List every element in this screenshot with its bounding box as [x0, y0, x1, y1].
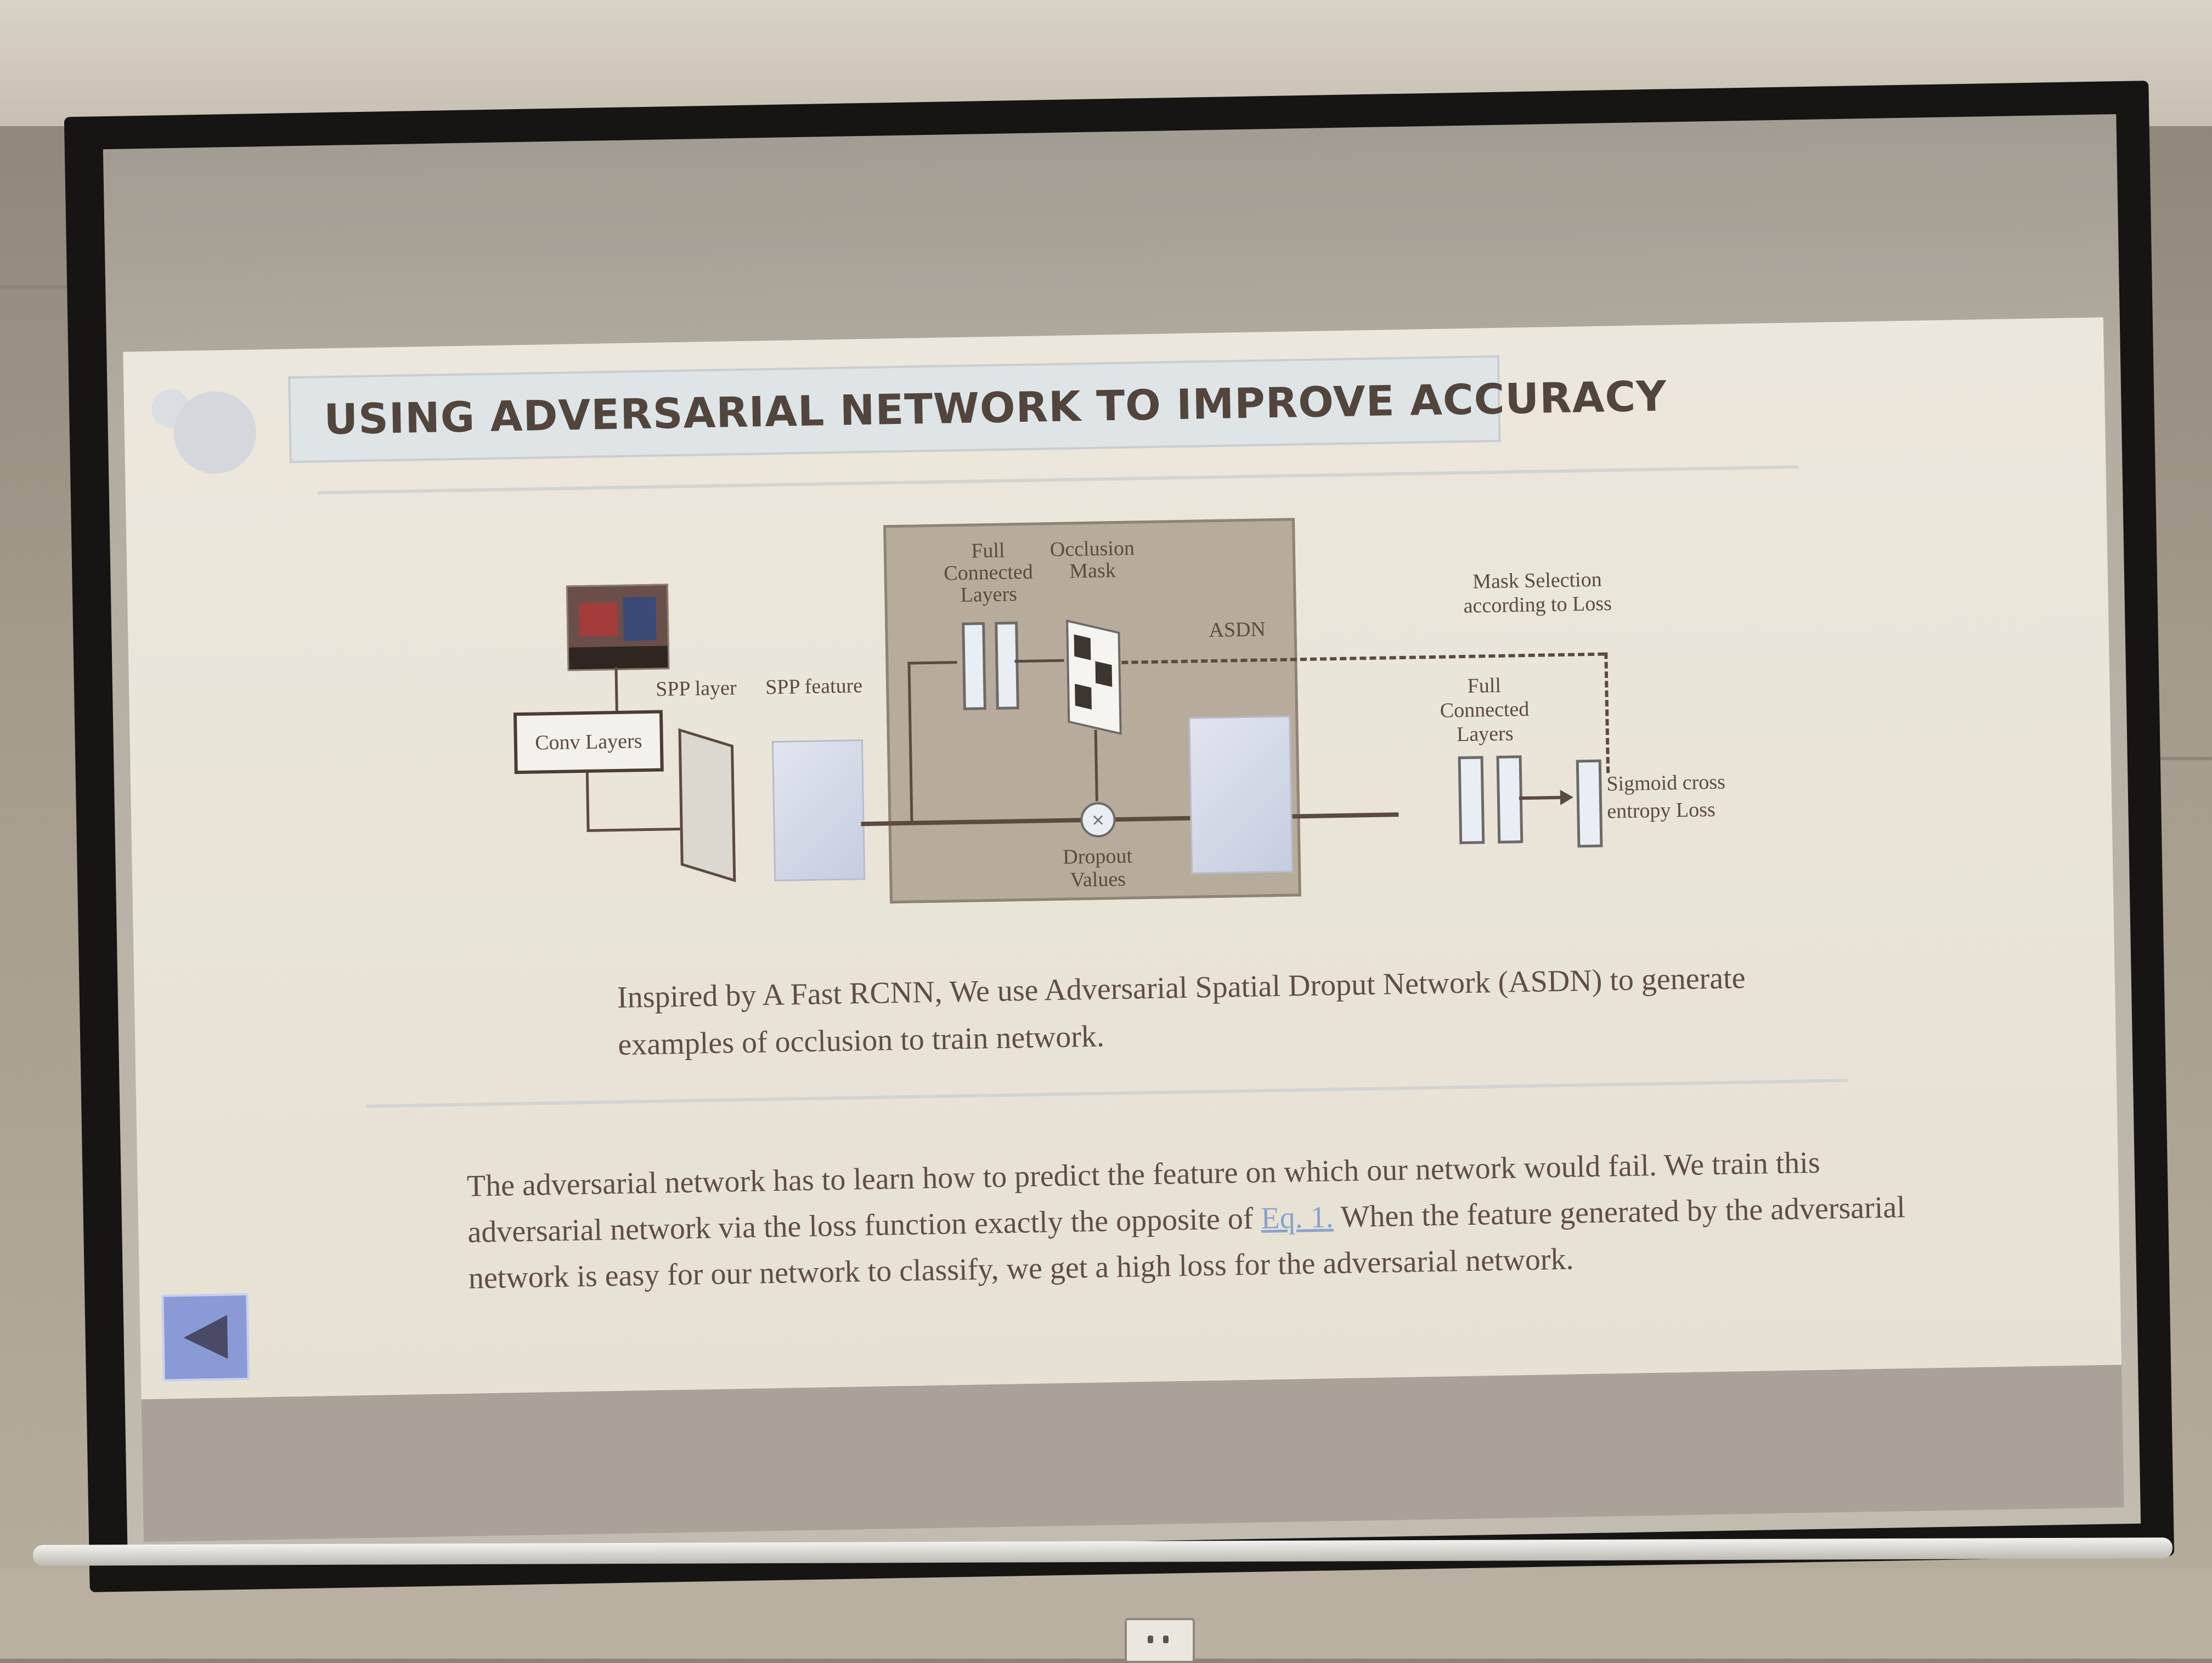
mid-rule: [366, 1078, 1848, 1108]
loss-bar: [1576, 759, 1603, 848]
outlet-slot: [1148, 1636, 1153, 1643]
feedback-dashed-line: [1604, 652, 1610, 773]
output-feature-cube: [1188, 715, 1294, 874]
asdn-label: ASDN: [1209, 618, 1266, 642]
fc-bar: [962, 622, 986, 710]
screen-surface: USING ADVERSARIAL NETWORK TO IMPROVE ACC…: [103, 114, 2141, 1559]
asdn-diagram: Conv Layers SPP layer SPP feature Full C…: [510, 510, 1752, 948]
mask-selection-label: Mask Selection according to Loss: [1463, 568, 1612, 618]
diagram-caption: Inspired by A Fast RCNN, We use Adversar…: [617, 961, 1746, 1062]
sigmoid-loss-label: Sigmoid cross entropy Loss: [1606, 770, 1726, 823]
slide: USING ADVERSARIAL NETWORK TO IMPROVE ACC…: [123, 317, 2122, 1400]
multiply-symbol: ×: [1091, 810, 1105, 830]
dropout-values-label: Dropout Values: [1062, 844, 1133, 892]
mask-block: [1075, 683, 1092, 710]
conv-layers-label: Conv Layers: [534, 729, 642, 755]
connector-line: [586, 827, 680, 832]
connector-line: [585, 771, 590, 832]
mask-block: [1095, 661, 1113, 687]
occlusion-mask-label: Occlusion Mask: [1049, 536, 1135, 583]
arrow-head: [1560, 789, 1574, 805]
back-triangle-icon: [183, 1315, 228, 1360]
back-button[interactable]: [161, 1293, 250, 1382]
connector-line: [614, 666, 618, 711]
input-image-thumbnail: [566, 584, 670, 671]
fc-bar: [995, 621, 1019, 710]
slide-body: The adversarial network has to learn how…: [466, 1138, 1950, 1302]
slide-title: USING ADVERSARIAL NETWORK TO IMPROVE ACC…: [323, 371, 1667, 444]
full-connected-label-2: Full Connected Layers: [1440, 674, 1530, 746]
top-rule: [317, 465, 1799, 495]
wall-seam: [0, 285, 77, 289]
spp-layer-plate: [678, 728, 736, 883]
full-connected-label: Full Connected Layers: [943, 539, 1034, 607]
title-box: USING ADVERSARIAL NETWORK TO IMPROVE ACC…: [288, 355, 1667, 463]
projection-screen: USING ADVERSARIAL NETWORK TO IMPROVE ACC…: [64, 81, 2175, 1592]
equation-link[interactable]: Eq. 1.: [1260, 1200, 1334, 1236]
power-outlet: [1125, 1618, 1195, 1663]
thumbnail-detail: [568, 646, 668, 670]
outlet-slot: [1163, 1636, 1169, 1643]
conv-layers-box: Conv Layers: [513, 710, 664, 774]
occlusion-mask-icon: [1066, 619, 1122, 736]
spp-layer-label: SPP layer: [655, 676, 737, 701]
thumbnail-detail: [623, 596, 657, 641]
fc-bar: [1458, 756, 1485, 845]
spp-feature-cube: [771, 739, 866, 881]
circle-logo-icon: [173, 391, 257, 474]
mask-block: [1074, 634, 1091, 660]
spp-feature-label: SPP feature: [765, 674, 863, 699]
thumbnail-detail: [579, 602, 618, 637]
wall-seam: [2156, 757, 2212, 760]
